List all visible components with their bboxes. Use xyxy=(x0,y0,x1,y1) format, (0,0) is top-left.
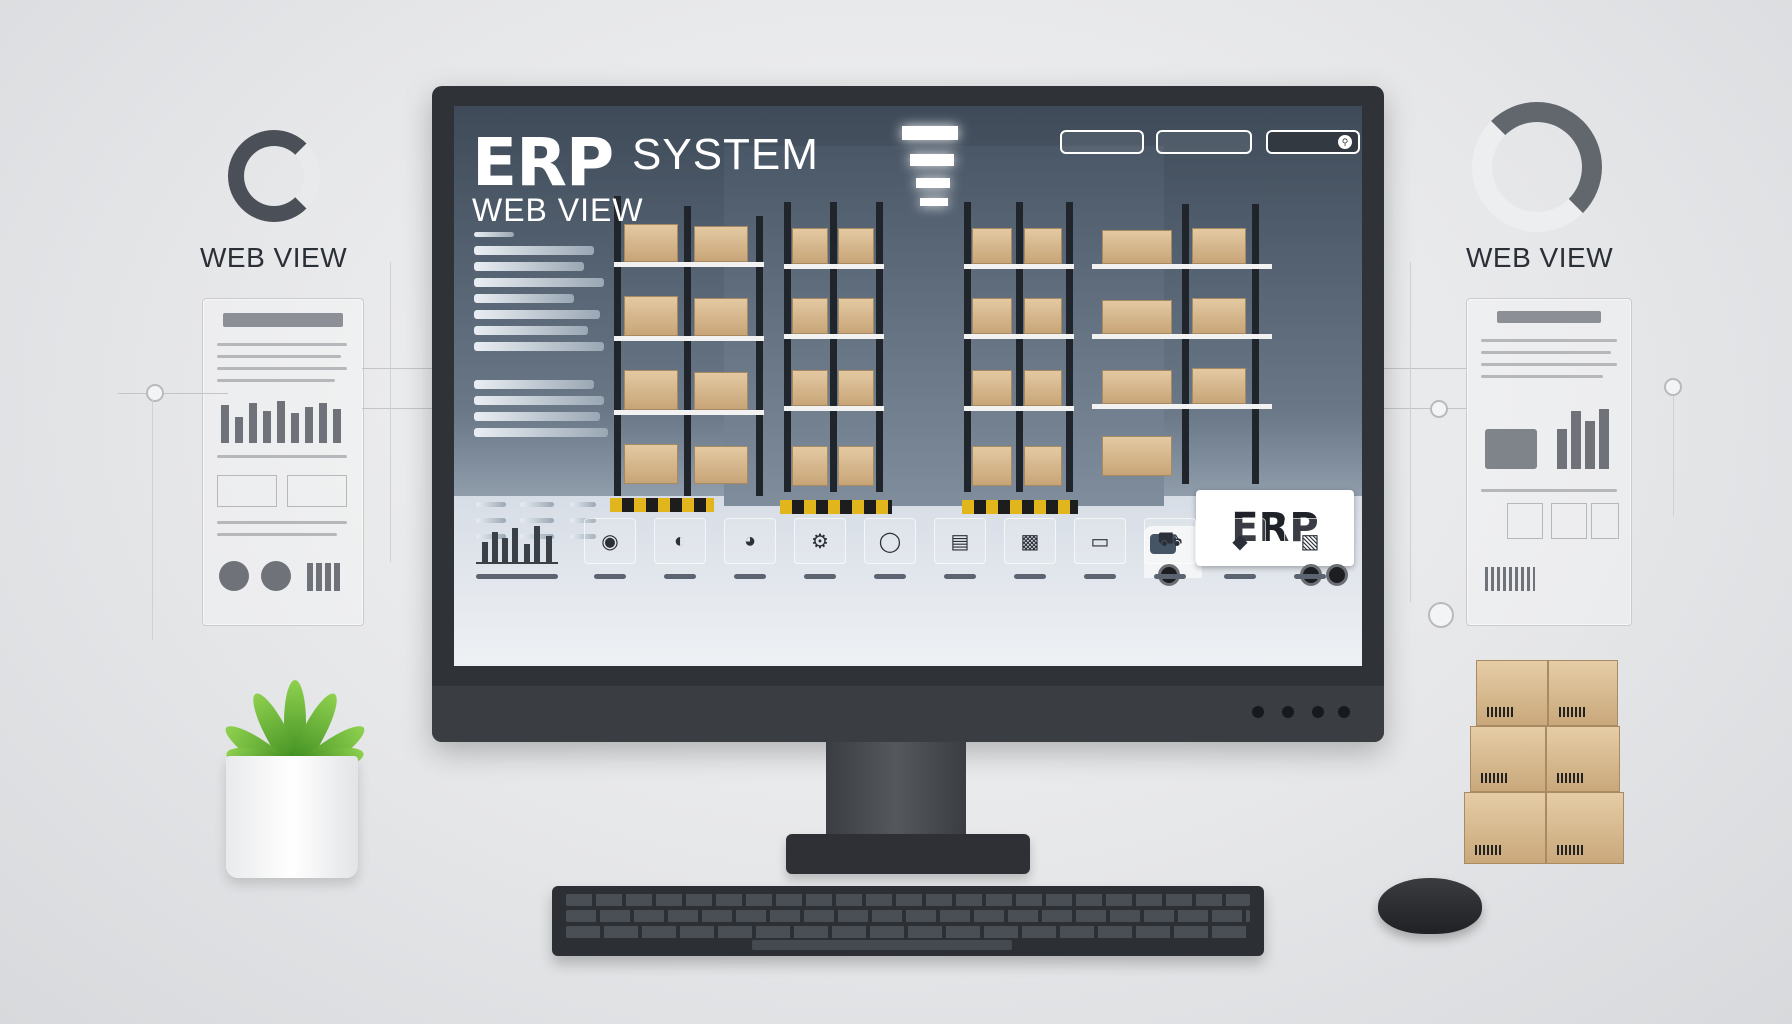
module-icon-9[interactable]: ⛟ xyxy=(1144,518,1196,564)
left-dashboard-card xyxy=(202,298,364,626)
module-icon-6[interactable]: ▤ xyxy=(934,518,986,564)
storage-rack xyxy=(1092,204,1272,484)
header-button-2[interactable] xyxy=(1156,130,1252,154)
right-panel-title: WEB VIEW xyxy=(1466,242,1614,273)
right-dashboard-card xyxy=(1466,298,1632,626)
module-icon-4[interactable]: ⚙ xyxy=(794,518,846,564)
barcode-icon xyxy=(1485,567,1535,591)
plant xyxy=(210,640,380,786)
keyboard[interactable] xyxy=(552,886,1264,956)
monitor-icon: ▭ xyxy=(1090,530,1110,553)
settings-icon: ⚙ xyxy=(811,530,829,553)
web-view-subtitle: WEB VIEW xyxy=(472,192,644,228)
header-button-1[interactable] xyxy=(1060,130,1144,154)
system-title: SYSTEM xyxy=(632,130,819,179)
erp-screen[interactable]: ERP SYSTEM WEB VIEW ⚲ ERP xyxy=(454,106,1362,666)
monitor-bezel xyxy=(432,686,1384,742)
pie-chart-icon xyxy=(261,561,291,591)
delivery-icon: ⛟ xyxy=(1157,528,1183,551)
globe-icon: ◕ xyxy=(743,529,757,552)
coin-icon: ◯ xyxy=(878,530,902,553)
target-icon xyxy=(1430,400,1448,418)
warehouse-icon xyxy=(1485,429,1537,469)
report-icon: ▩ xyxy=(1020,530,1040,553)
bar-chart-icon xyxy=(307,563,341,591)
module-icon-11[interactable]: ▧ xyxy=(1284,518,1336,564)
module-icon-2[interactable]: ◐ xyxy=(654,518,706,564)
truck-icon: ERP xyxy=(1196,490,1354,566)
monitor-button[interactable] xyxy=(1312,706,1324,718)
monitor-stand xyxy=(826,742,966,838)
document-icon: ▤ xyxy=(950,530,970,553)
erp-title: ERP xyxy=(472,124,614,201)
monitor-stand-base xyxy=(786,834,1030,874)
gauge-icon: ◉ xyxy=(601,530,619,553)
mouse[interactable] xyxy=(1378,878,1482,934)
target-icon xyxy=(1664,378,1682,396)
bar-chart-icon[interactable] xyxy=(476,522,558,564)
header-search-button[interactable]: ⚲ xyxy=(1266,130,1360,154)
disc-icon: ◐ xyxy=(673,529,687,552)
module-icon-1[interactable]: ◉ xyxy=(584,518,636,564)
package-icon: ◆ xyxy=(1232,530,1248,553)
module-toolbar: ◉ ◐ ◕ ⚙ ◯ ▤ ▩ ▭ ⛟ ◆ ▧ xyxy=(462,510,1354,582)
pie-chart-icon xyxy=(1472,102,1602,232)
truck-label: ERP xyxy=(1231,505,1319,551)
folder-icon: ▧ xyxy=(1300,530,1320,553)
module-icon-8[interactable]: ▭ xyxy=(1074,518,1126,564)
sidebar-menu[interactable] xyxy=(472,224,622,484)
target-icon xyxy=(1428,602,1454,628)
module-icon-5[interactable]: ◯ xyxy=(864,518,916,564)
bar-chart-icon xyxy=(1557,409,1613,469)
target-icon xyxy=(146,384,164,402)
monitor-button[interactable] xyxy=(1282,706,1294,718)
donut-chart-icon xyxy=(228,130,320,222)
storage-rack xyxy=(784,202,884,492)
module-icon-7[interactable]: ▩ xyxy=(1004,518,1056,564)
module-icon-3[interactable]: ◕ xyxy=(724,518,776,564)
storage-rack xyxy=(964,202,1074,492)
monitor-button[interactable] xyxy=(1252,706,1264,718)
monitor-button[interactable] xyxy=(1338,706,1350,718)
search-icon: ⚲ xyxy=(1338,135,1352,149)
monitor: ERP SYSTEM WEB VIEW ⚲ ERP xyxy=(432,86,1384,742)
module-icon-10[interactable]: ◆ xyxy=(1214,518,1266,564)
pie-chart-icon xyxy=(219,561,249,591)
plant-pot xyxy=(226,756,358,878)
bar-chart-icon xyxy=(219,399,347,443)
left-panel-title: WEB VIEW xyxy=(200,242,348,273)
stacked-boxes xyxy=(1464,658,1624,864)
storage-rack xyxy=(614,196,764,496)
